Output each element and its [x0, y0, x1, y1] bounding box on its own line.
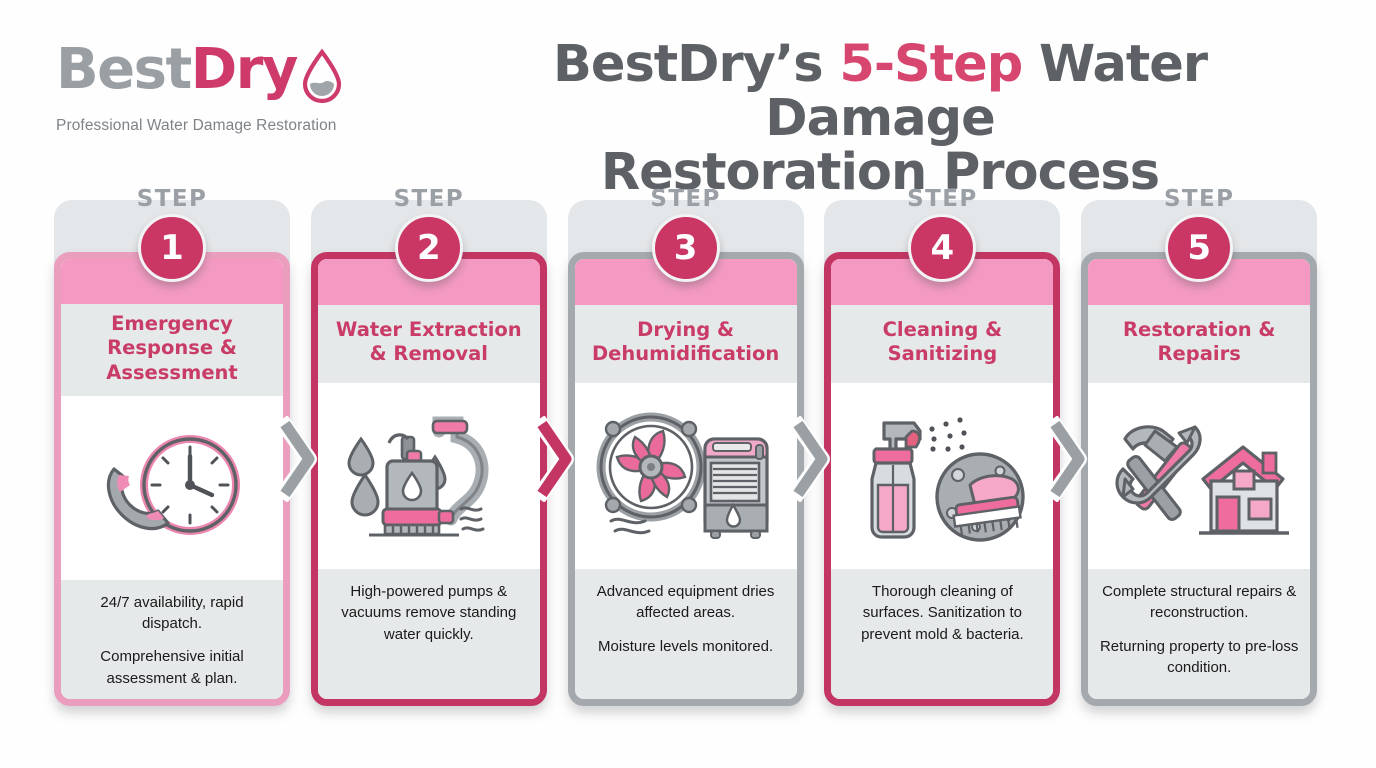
phone-clock-icon	[61, 396, 283, 580]
logo-text-best: Best	[56, 37, 192, 102]
step-body-para: Moisture levels monitored.	[598, 637, 774, 655]
step-body-para: High-powered pumps & vacuums remove stan…	[341, 583, 517, 643]
step-body-para: 24/7 availability, rapid dispatch.	[100, 593, 244, 633]
step-label-3: STEP	[650, 186, 721, 212]
header: Best Dry Professional Water Damage Resto…	[0, 0, 1376, 199]
step-body-5: Complete structural repairs & reconstruc…	[1088, 569, 1311, 699]
step-panel-5[interactable]: Restoration & Repairs	[1081, 252, 1318, 706]
step-body-para: Returning property to pre-loss condition…	[1099, 637, 1299, 676]
step-label-2: STEP	[393, 186, 465, 212]
fan-dehumidifier-icon	[574, 383, 797, 569]
step-label-4: STEP	[907, 186, 978, 212]
hammer-wrench-house-icon	[1088, 383, 1311, 569]
connector-arrow-1	[274, 415, 319, 503]
step-number-badge-2: 2	[394, 214, 463, 282]
step-title-4: Cleaning & Sanitizing	[831, 305, 1054, 383]
step-label-1: STEP	[136, 186, 208, 212]
step-label-5: STEP	[1163, 186, 1235, 212]
process-steps: STEP Emergency Response & Assessment	[48, 186, 1332, 726]
step-title-2: Water Extraction & Removal	[317, 305, 540, 383]
step-panel-3[interactable]: Drying & Dehumidification	[567, 252, 804, 706]
water-pump-hose-icon	[317, 383, 540, 569]
connector-arrow-4	[1044, 415, 1089, 503]
step-body-para: Thorough cleaning of surfaces. Sanitizat…	[861, 583, 1024, 643]
spray-bottle-scrub-brush-icon	[831, 383, 1054, 569]
step-card-2[interactable]: STEP Water Extraction & Removal	[305, 186, 574, 726]
step-body-4: Thorough cleaning of surfaces. Sanitizat…	[831, 569, 1054, 699]
step-number-badge-3: 3	[651, 214, 720, 282]
step-panel-2[interactable]: Water Extraction & Removal	[310, 252, 547, 706]
logo-wordmark: Best Dry	[56, 42, 416, 108]
step-body-2: High-powered pumps & vacuums remove stan…	[317, 569, 540, 699]
title-line2: Restoration Process	[600, 143, 1160, 203]
step-body-3: Advanced equipment dries affected areas.…	[574, 569, 797, 699]
step-card-3[interactable]: STEP Drying & Dehumidification	[562, 186, 831, 726]
step-number-badge-1: 1	[138, 214, 206, 282]
step-body-para: Advanced equipment dries affected areas.	[596, 583, 775, 622]
step-number-badge-5: 5	[1165, 214, 1234, 282]
step-title-5: Restoration & Repairs	[1088, 305, 1311, 383]
title-highlight: 5-Step	[839, 35, 1023, 94]
step-card-1[interactable]: STEP Emergency Response & Assessment	[48, 186, 317, 726]
step-card-5[interactable]: STEP Restoration & Repairs	[1075, 186, 1332, 726]
step-body-para: Complete structural repairs & reconstruc…	[1102, 583, 1297, 622]
step-number-badge-4: 4	[908, 214, 977, 282]
step-panel-4[interactable]: Cleaning & Sanitizing	[824, 252, 1061, 706]
step-title-3: Drying & Dehumidification	[574, 305, 797, 383]
connector-arrow-3	[787, 415, 832, 503]
step-panel-1[interactable]: Emergency Response & Assessment	[54, 252, 290, 706]
page-title: BestDry’s 5-Step Water Damage Restoratio…	[430, 35, 1330, 203]
step-body-para: Comprehensive initial assessment & plan.	[100, 648, 244, 687]
title-line1-post: Water Damage	[765, 35, 1208, 149]
logo-tagline: Professional Water Damage Restoration	[56, 117, 337, 134]
connector-arrow-2	[531, 415, 576, 503]
step-body-1: 24/7 availability, rapid dispatch. Compr…	[61, 579, 283, 699]
title-line1-pre: BestDry’s	[552, 35, 840, 94]
step-card-4[interactable]: STEP Cleaning & Sanitizing	[818, 186, 1088, 726]
step-title-1: Emergency Response & Assessment	[61, 304, 283, 397]
logo-text-dry: Dry	[190, 37, 299, 102]
brand-logo: Best Dry Professional Water Damage Resto…	[56, 42, 416, 135]
water-droplet-icon	[299, 48, 345, 108]
